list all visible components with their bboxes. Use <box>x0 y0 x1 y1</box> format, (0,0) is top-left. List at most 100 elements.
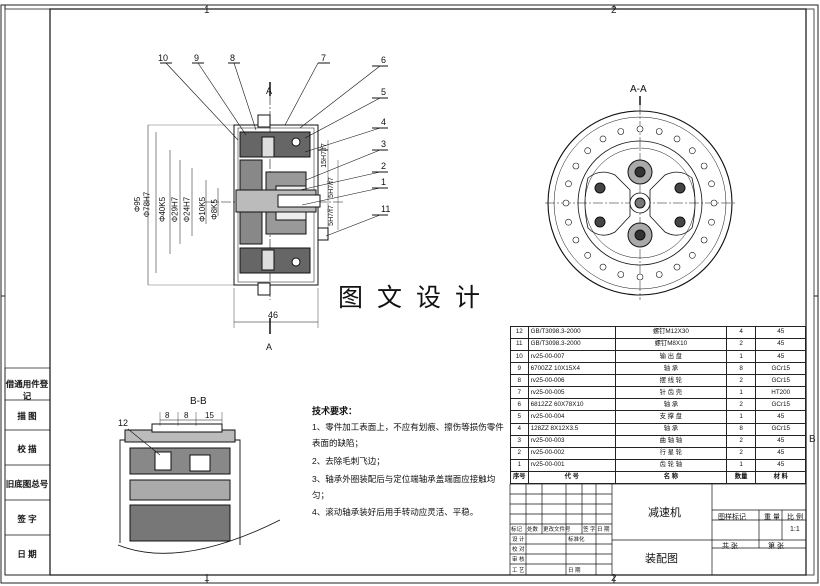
role-process: 工 艺 <box>512 568 525 574</box>
bom-cell: 4 <box>510 422 529 436</box>
side-check-trace: 校 描 <box>17 444 37 454</box>
pin-hole <box>565 180 572 188</box>
tech-line: 1、零件加工表面上，不应有划痕、擦伤等损伤零件 <box>312 422 504 432</box>
bom-header-row: 序号代 号名 称数量材 料 <box>510 470 806 485</box>
pin-hole <box>673 263 681 271</box>
pin-hole <box>708 218 715 226</box>
pin-hole <box>584 147 592 154</box>
bom-cell: 3 <box>510 434 529 448</box>
bom-cell: rv25-00-007 <box>527 350 617 364</box>
pin-hole <box>636 273 644 281</box>
section-aa-label: A-A <box>630 84 647 95</box>
bom-cell: 2 <box>510 446 529 460</box>
balloon-11: 11 <box>381 204 391 214</box>
dim-d8: Φ8K5 <box>209 199 219 220</box>
bom-cell: 45 <box>755 434 806 448</box>
bom-header-cell: 材 料 <box>755 470 806 485</box>
dim-bb-8b: 8 <box>184 411 189 420</box>
bom-cell: 2 <box>725 434 757 448</box>
scale-label: 比 例 <box>787 514 803 521</box>
fit-15h7: 15H7/f7 <box>320 143 328 168</box>
dim-bb-8a: 8 <box>165 411 170 420</box>
pin-hole <box>636 125 644 133</box>
bom-header-cell: 名 称 <box>615 470 727 485</box>
bom-header-cell: 数量 <box>725 470 757 485</box>
bom-cell: 曲 轴 轴 <box>615 434 727 448</box>
zone-row-b: B <box>809 434 816 445</box>
bom-cell: 1 <box>725 458 757 472</box>
bom-cell: rv25-00-006 <box>527 374 617 388</box>
bom-cell: 6700ZZ 10X15X4 <box>527 362 617 376</box>
bom-cell: 4 <box>725 325 757 340</box>
bom-cell: 螺钉M12X30 <box>615 325 727 340</box>
title-block <box>509 483 807 576</box>
section-aa-view <box>545 96 735 300</box>
tech-line: 表面的缺陷； <box>312 438 364 448</box>
std-label: 标准化 <box>568 537 585 543</box>
balloon-4: 4 <box>381 117 387 127</box>
bom-cell: 1 <box>725 410 757 424</box>
date-label: 日 期 <box>568 568 581 574</box>
bom-cell: 摆 线 轮 <box>615 374 727 388</box>
bom-cell: 齿 轮 轴 <box>615 458 727 472</box>
cut-mark-a-bottom: A <box>266 342 273 352</box>
side-panel <box>4 367 51 576</box>
section-bb-label: B-B <box>190 396 207 407</box>
pin-hole <box>710 199 718 207</box>
rev-col-mark: 标记 <box>511 527 523 533</box>
main-section-view <box>147 62 388 334</box>
bom-cell: 45 <box>755 446 806 460</box>
bom-cell: 7 <box>510 386 529 400</box>
dim-bb-15: 15 <box>205 411 214 420</box>
bom-cell: GCr15 <box>755 422 806 436</box>
bom-cell: 45 <box>755 350 806 364</box>
pin-hole <box>584 252 592 259</box>
cut-mark-a-top: A <box>266 86 273 96</box>
product-name: 减速机 <box>648 507 681 519</box>
bom-cell: 轴 承 <box>615 398 727 412</box>
zone-col-1: 1 <box>204 5 210 16</box>
zone-col-1-bottom: 1 <box>204 573 210 584</box>
pin-hole <box>688 252 696 259</box>
section-bb-view <box>117 412 281 554</box>
balloon-3: 3 <box>381 139 387 149</box>
bom-cell: 2 <box>725 374 757 388</box>
bom-cell: 11 <box>510 338 529 352</box>
balloon-5: 5 <box>381 87 387 97</box>
fit-5h7-a: 5H7/f7 <box>327 177 335 198</box>
bom-cell: 轴 承 <box>615 362 727 376</box>
bom-cell: 45 <box>755 458 806 472</box>
dim-d78: Φ78H7 <box>142 191 152 218</box>
bom-cell: 5 <box>510 410 529 424</box>
scale-value: 1:1 <box>790 526 800 533</box>
balloon-9: 9 <box>194 53 200 63</box>
bom-cell: 8 <box>725 422 757 436</box>
balloon-10: 10 <box>158 53 169 63</box>
bom-cell: rv25-00-003 <box>527 434 617 448</box>
side-signature: 签 字 <box>17 514 37 524</box>
pin-hole <box>655 128 663 135</box>
rev-col-docno: 更改文件号 <box>543 527 571 533</box>
bom-cell: rv25-00-002 <box>527 446 617 460</box>
bom-cell: rv25-00-001 <box>527 458 617 472</box>
bom-cell: HT200 <box>755 386 806 400</box>
pin-hole <box>700 162 708 170</box>
balloon-12: 12 <box>118 418 129 428</box>
pin-hole <box>599 263 607 271</box>
bom-cell: rv25-00-005 <box>527 386 617 400</box>
tech-title: 技术要求： <box>312 406 358 416</box>
pin-hole <box>700 236 708 244</box>
role-design: 设 计 <box>512 537 525 543</box>
bom-cell: 1 <box>725 350 757 364</box>
bom-cell: 10 <box>510 350 529 364</box>
bom-cell: 行 星 轮 <box>615 446 727 460</box>
bom-cell: GCr15 <box>755 398 806 412</box>
dim-d95: Φ95 <box>133 196 143 213</box>
balloon-1: 1 <box>381 177 387 187</box>
